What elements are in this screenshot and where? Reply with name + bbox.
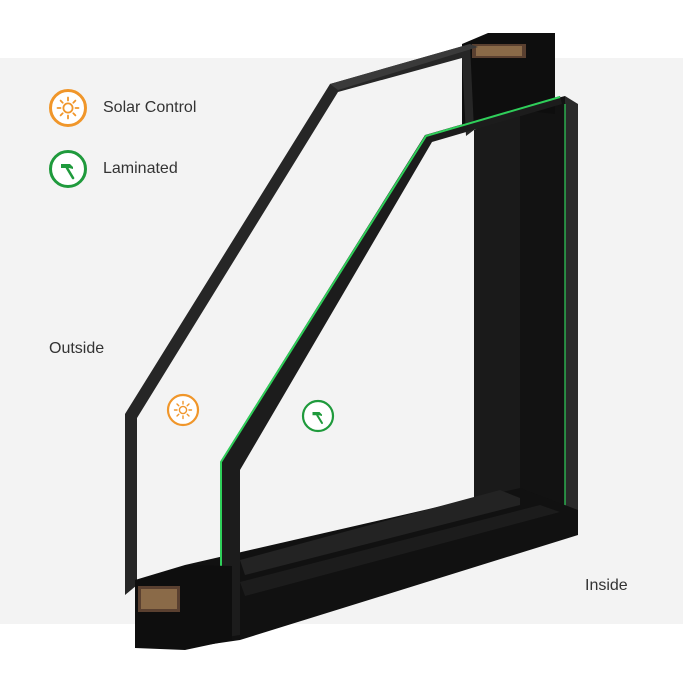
legend-laminated: Laminated [49, 150, 178, 188]
frame-bottom-inner [240, 490, 520, 575]
frame-right-inner [474, 108, 520, 500]
frame-bottom-groove [240, 505, 560, 596]
outer-glass-top-strip [330, 44, 478, 90]
bottom-spacer-insulation [141, 589, 177, 609]
legend-solar-control-label: Solar Control [103, 99, 197, 116]
laminated-glass-pane [220, 96, 562, 638]
sun-icon [49, 89, 87, 127]
inside-label: Inside [585, 577, 628, 594]
frame-right-edge [565, 96, 578, 535]
outside-label: Outside [49, 340, 105, 357]
top-spacer-insulation [476, 46, 522, 56]
outer-glass-pane [125, 44, 474, 595]
frame-right-side [520, 96, 565, 548]
sun-icon [166, 393, 200, 427]
hammer-icon [301, 399, 335, 433]
laminated-edge-line [220, 96, 561, 638]
hammer-icon [49, 150, 87, 188]
legend-laminated-label: Laminated [103, 160, 178, 177]
legend-solar-control: Solar Control [49, 89, 196, 127]
